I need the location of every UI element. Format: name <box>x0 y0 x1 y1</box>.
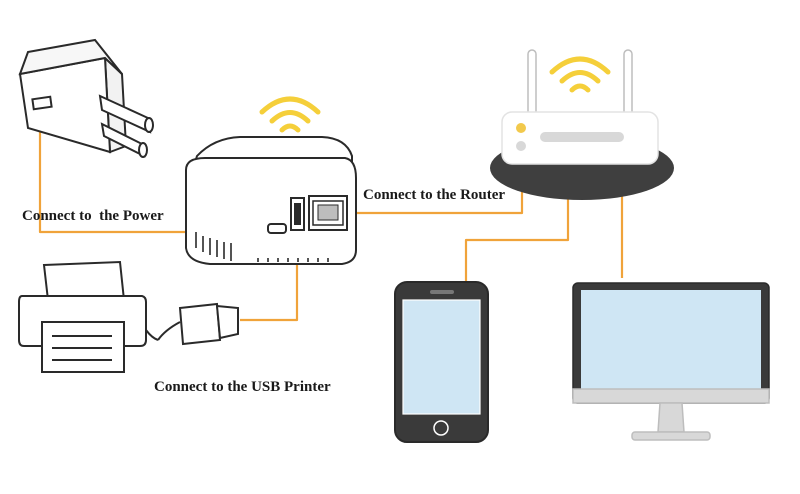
desktop-monitor-icon <box>572 282 770 441</box>
power-connection-label: Connect to the Power <box>22 208 164 224</box>
printer-icon <box>18 260 159 373</box>
usb-plug-icon <box>157 302 239 346</box>
printer-connection-label: Connect to the USB Printer <box>154 379 331 395</box>
print-server-icon <box>185 136 357 265</box>
smartphone-icon <box>394 281 489 443</box>
power-adapter-icon <box>18 38 154 158</box>
power-port <box>267 223 287 234</box>
router-cable <box>345 192 524 215</box>
phone-cable <box>464 168 570 282</box>
wifi-signal-icon <box>259 96 321 133</box>
wifi-signal-icon <box>549 56 611 93</box>
router-connection-label: Connect to the Router <box>363 187 506 203</box>
router-icon <box>490 49 674 200</box>
